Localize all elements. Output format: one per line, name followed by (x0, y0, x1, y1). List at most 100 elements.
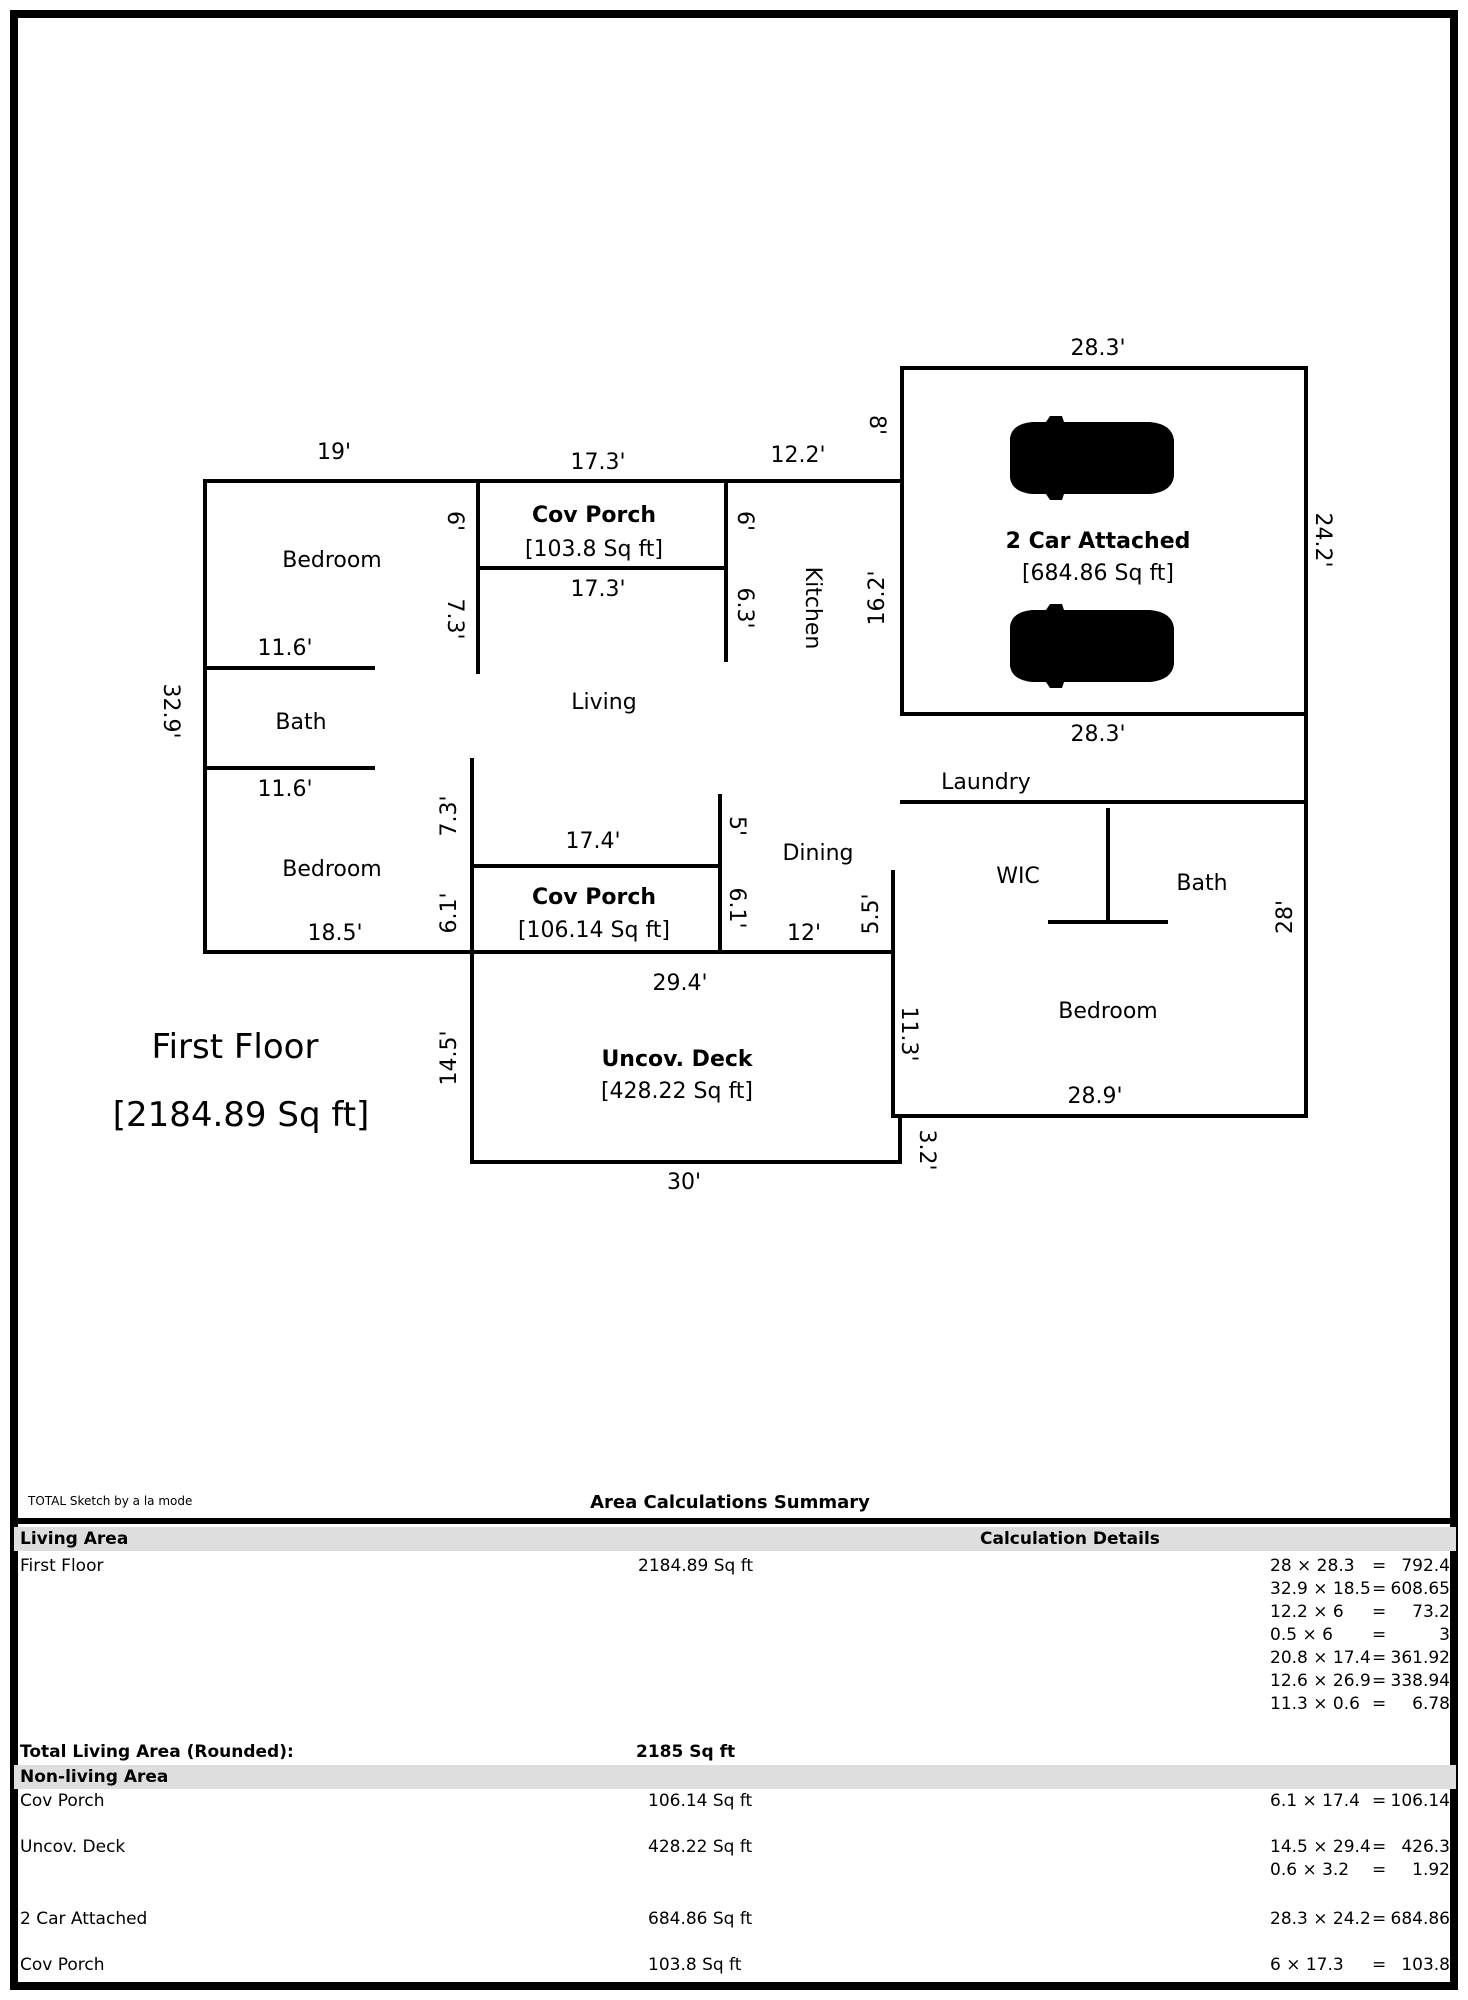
calc-expr: 0.6 × 3.2 (1270, 1860, 1350, 1880)
calc-equals: = (1372, 1955, 1387, 1975)
dim-label: 17.3' (570, 577, 625, 602)
nonliving-calcs: 6 × 17.3 = 103.8 (1270, 1954, 1450, 1977)
page-frame (10, 10, 1458, 1990)
living-area-header: Living Area (20, 1529, 129, 1549)
dim-label: 6.3' (732, 587, 757, 628)
room-dining: Dining (782, 841, 853, 866)
calc-row: 28 × 28.3=792.4 (1270, 1555, 1450, 1578)
calc-result: 73.2 (1412, 1602, 1450, 1622)
dim-label: 29.4' (652, 971, 707, 996)
room-cov-porch-top: Cov Porch (532, 503, 656, 528)
dim-label: 7.3' (437, 795, 462, 836)
room-deck: Uncov. Deck (601, 1047, 753, 1072)
calc-expr: 32.9 × 18.5 (1270, 1579, 1371, 1599)
calc-row: 14.5 × 29.4=426.3 (1270, 1836, 1450, 1859)
room-bath-right: Bath (1176, 871, 1227, 896)
area-garage: [684.86 Sq ft] (1022, 561, 1174, 586)
calc-row: 12.6 × 26.9=338.94 (1270, 1670, 1450, 1693)
dim-label: 32.9' (158, 683, 183, 738)
dim-label: 28.9' (1067, 1084, 1122, 1109)
nonliving-area: 106.14 Sq ft (648, 1791, 753, 1811)
dim-label: 16.2' (865, 570, 890, 625)
dim-label: 14.5' (437, 1030, 462, 1085)
car-icon-bottom (1010, 604, 1174, 688)
car-icon-top (1010, 416, 1174, 500)
calc-result: 361.92 (1390, 1648, 1450, 1668)
floor-area: [2184.89 Sq ft] (113, 1095, 370, 1135)
calc-equals: = (1372, 1837, 1387, 1857)
calc-row: 6 × 17.3 = 103.8 (1270, 1954, 1450, 1977)
living-area-header-band (14, 1527, 1456, 1551)
nonliving-header-band (14, 1765, 1456, 1789)
calc-result: 684.86 (1390, 1909, 1450, 1929)
room-laundry: Laundry (941, 770, 1031, 795)
area-cov-porch-bottom: [106.14 Sq ft] (518, 918, 670, 943)
calc-expr: 12.6 × 26.9 (1270, 1671, 1371, 1691)
nonliving-label: Cov Porch (20, 1791, 105, 1811)
calc-result: 103.8 (1401, 1955, 1450, 1975)
calc-row: 11.3 × 0.6=6.78 (1270, 1693, 1450, 1716)
dim-label: 5' (724, 816, 749, 836)
floor-plan: Bedroom Bath Bedroom Living Kitchen Dini… (113, 336, 1335, 1195)
calc-row: 0.6 × 3.2=1.92 (1270, 1859, 1450, 1882)
calc-equals: = (1372, 1860, 1387, 1880)
nonliving-area: 684.86 Sq ft (648, 1909, 753, 1929)
dim-label: 11.6' (257, 777, 312, 802)
dim-label: 11.6' (257, 636, 312, 661)
dim-label: 7.3' (442, 598, 467, 639)
calc-result: 426.3 (1401, 1837, 1450, 1857)
calc-row: 28.3 × 24.2=684.86 (1270, 1908, 1450, 1931)
calc-row: 0.5 × 6=3 (1270, 1624, 1450, 1647)
room-kitchen: Kitchen (800, 567, 825, 650)
area-deck: [428.22 Sq ft] (601, 1079, 753, 1104)
room-cov-porch-bottom: Cov Porch (532, 885, 656, 910)
nonliving-calcs: 6.1 × 17.4=106.14 (1270, 1790, 1450, 1813)
calc-result: 792.4 (1401, 1556, 1450, 1576)
dim-label: 3.2' (914, 1129, 939, 1170)
dim-label: 5.5' (859, 893, 884, 934)
room-living: Living (571, 690, 636, 715)
dim-label: 30' (667, 1170, 701, 1195)
calc-details-header: Calculation Details (980, 1529, 1160, 1549)
nonliving-area: 103.8 Sq ft (648, 1955, 742, 1975)
calc-result: 3 (1439, 1625, 1450, 1645)
calc-equals: = (1372, 1625, 1387, 1645)
room-bedroom-top: Bedroom (282, 548, 382, 573)
room-garage: 2 Car Attached (1006, 529, 1191, 554)
dim-label: 18.5' (307, 921, 362, 946)
calc-equals: = (1372, 1556, 1387, 1576)
first-floor-label: First Floor (20, 1556, 104, 1576)
dim-label: 6' (442, 511, 467, 531)
walls (203, 366, 1308, 1164)
nonliving-label: Cov Porch (20, 1955, 105, 1975)
dim-label: 8' (864, 415, 889, 435)
dim-label: 11.3' (896, 1006, 921, 1061)
sketch-credit: TOTAL Sketch by a la mode (28, 1494, 193, 1508)
dim-label: 28' (1273, 900, 1298, 934)
calc-result: 6.78 (1412, 1694, 1450, 1714)
calc-row: 12.2 × 6=73.2 (1270, 1601, 1450, 1624)
calc-row: 6.1 × 17.4=106.14 (1270, 1790, 1450, 1813)
total-living-label: Total Living Area (Rounded): (20, 1742, 294, 1762)
dim-label: 6.1' (724, 887, 749, 928)
calc-expr: 11.3 × 0.6 (1270, 1694, 1360, 1714)
total-living-value: 2185 Sq ft (636, 1742, 736, 1762)
calc-expr: 6.1 × 17.4 (1270, 1791, 1360, 1811)
calc-equals: = (1372, 1791, 1387, 1811)
nonliving-header: Non-living Area (20, 1767, 169, 1787)
dim-label: 17.4' (565, 829, 620, 854)
nonliving-label: Uncov. Deck (20, 1837, 126, 1857)
first-floor-area: 2184.89 Sq ft (638, 1556, 754, 1576)
summary-title: Area Calculations Summary (590, 1492, 870, 1513)
calc-expr: 6 × 17.3 (1270, 1955, 1344, 1975)
dim-label: 24.2' (1310, 512, 1335, 567)
nonliving-label: 2 Car Attached (20, 1909, 148, 1929)
room-bath-left: Bath (275, 710, 326, 735)
calc-equals: = (1372, 1671, 1387, 1691)
area-cov-porch-top: [103.8 Sq ft] (525, 537, 663, 562)
calc-equals: = (1372, 1909, 1387, 1929)
calc-result: 338.94 (1390, 1671, 1450, 1691)
dim-label: 12' (787, 921, 821, 946)
